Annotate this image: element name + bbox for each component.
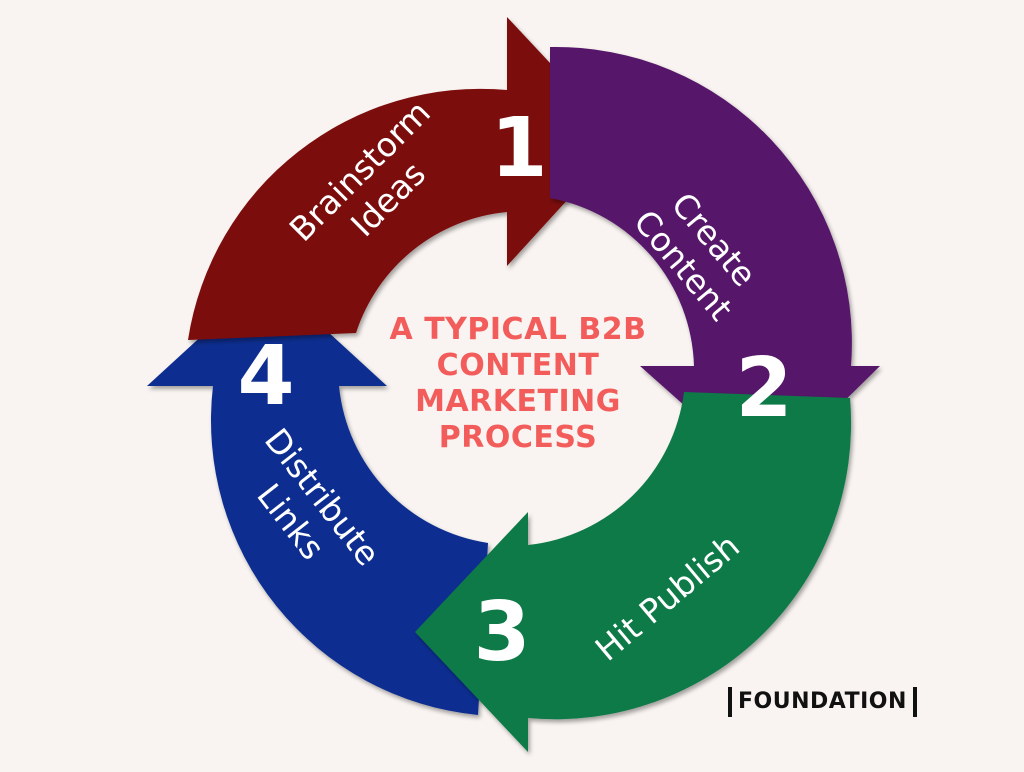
step-4-number: 4 — [237, 329, 294, 424]
step-1-number: 1 — [490, 101, 547, 196]
center-title-line-3: MARKETING — [415, 384, 621, 419]
center-title: A TYPICAL B2B CONTENT MARKETING PROCESS — [372, 312, 664, 456]
arrow-step-4 — [147, 276, 488, 715]
arrow-step-2 — [550, 46, 880, 479]
step-2-number: 2 — [735, 341, 792, 436]
arrow-step-1 — [188, 17, 622, 340]
brand-logo: FOUNDATION — [728, 687, 917, 717]
arrow-step-3 — [415, 392, 852, 752]
center-title-line-1: A TYPICAL B2B — [389, 312, 647, 347]
step-3-number: 3 — [473, 585, 530, 680]
center-title-line-2: CONTENT — [436, 348, 600, 383]
center-title-line-4: PROCESS — [438, 420, 598, 455]
